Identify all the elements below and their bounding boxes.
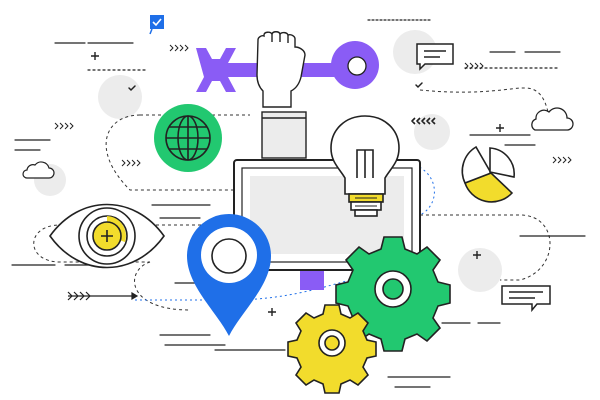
pie-chart-icon — [461, 145, 515, 203]
checkbox-icon — [149, 15, 164, 35]
plus-signs — [91, 52, 504, 316]
chat-bubble-icon — [501, 285, 551, 313]
lightbulb-icon — [330, 115, 400, 217]
chat-bubble-icon — [416, 43, 454, 71]
gear-icon — [287, 304, 377, 394]
cloud-icon — [531, 107, 574, 131]
dashed-connectors — [33, 87, 551, 311]
arrow-icon — [67, 291, 139, 301]
location-pin-icon — [187, 214, 271, 336]
wrench-hole — [347, 56, 367, 76]
globe-icon — [154, 104, 222, 172]
cloud-icon — [22, 161, 55, 179]
chevron-arrows — [54, 44, 572, 167]
eye-icon — [49, 203, 165, 269]
hand-icon — [256, 31, 307, 159]
speed-lines — [11, 19, 586, 388]
